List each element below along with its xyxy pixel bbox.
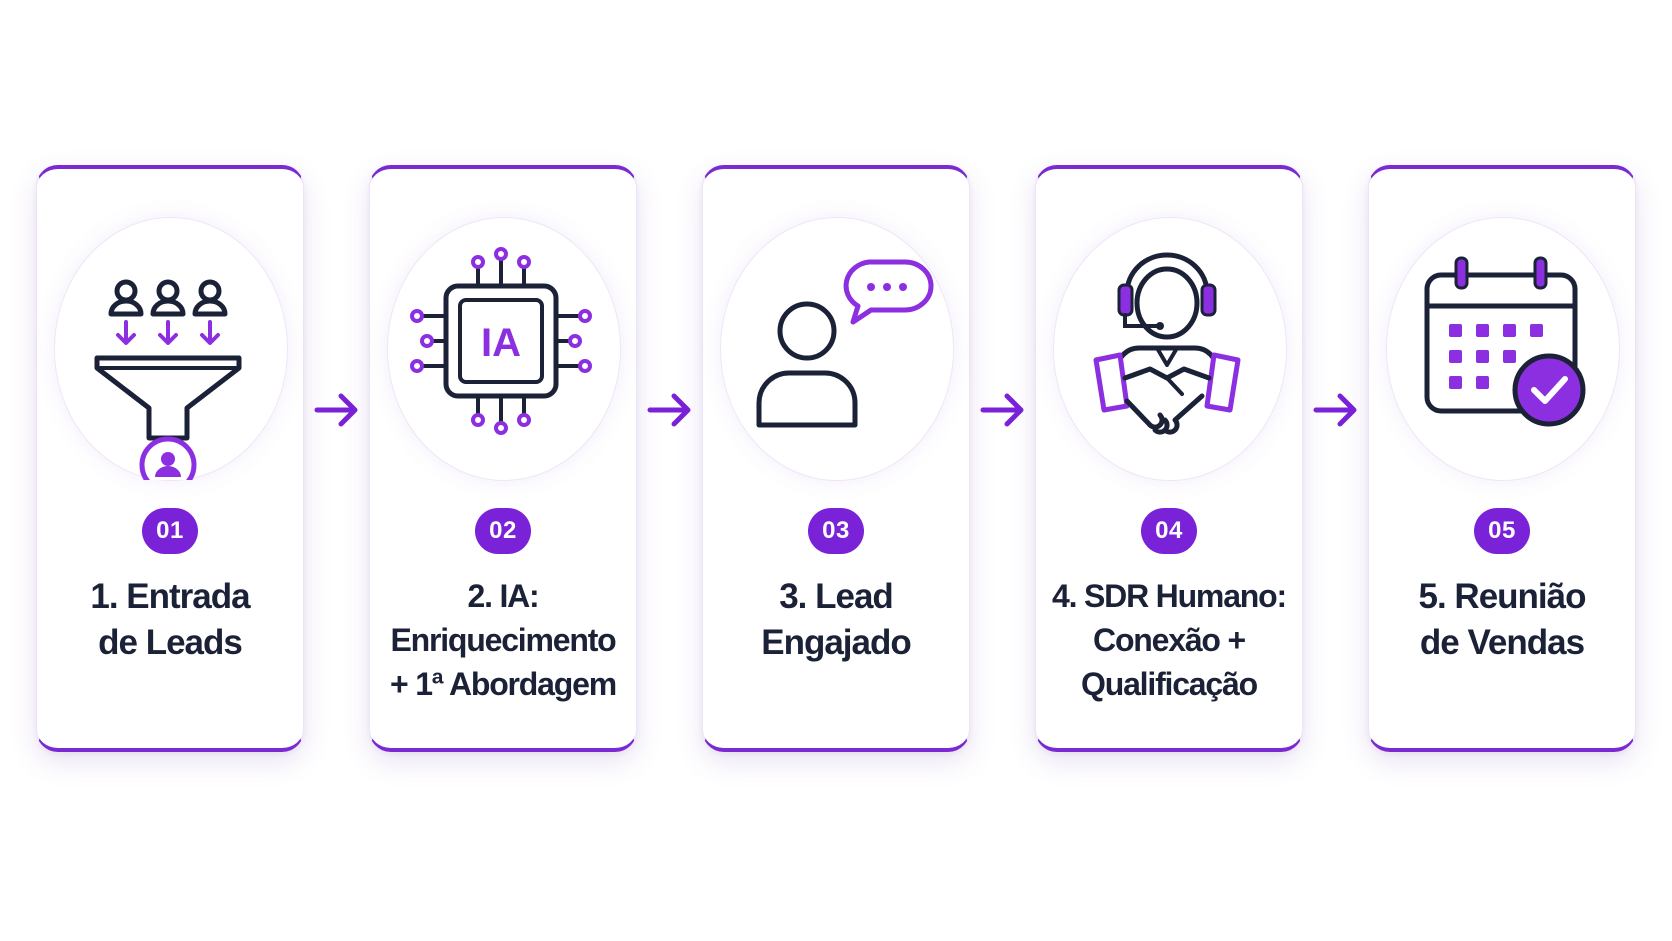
arrow-right-icon <box>314 393 358 427</box>
calendar-check-icon <box>1424 256 1586 427</box>
step-number-badge: 05 <box>1474 508 1530 554</box>
icon-circle <box>1386 217 1620 481</box>
icon-circle <box>54 217 288 481</box>
step-title-line: 4. SDR Humano: <box>1052 578 1287 614</box>
step-title-line: 3. Lead <box>779 577 894 616</box>
step-title-line: Conexão + <box>1093 622 1246 658</box>
arrow-right-icon <box>647 393 691 427</box>
arrow-right-icon <box>1313 393 1357 427</box>
step-title-line: 2. IA: <box>467 578 539 614</box>
step-title-line: Qualificação <box>1081 666 1258 702</box>
arrow-right-icon <box>980 393 1024 427</box>
step-number-badge: 02 <box>475 508 531 554</box>
icon-circle: IA <box>387 217 621 481</box>
step-card-4: 04 4. SDR Humano: Conexão + Qualificação <box>1035 165 1303 752</box>
step-title: 5. Reunião de Vendas <box>1377 574 1627 666</box>
step-number-badge: 04 <box>1141 508 1197 554</box>
funnel-leads-icon <box>94 279 242 480</box>
step-title: 4. SDR Humano: Conexão + Qualificação <box>1044 574 1294 706</box>
step-title-line: Enriquecimento <box>390 622 616 658</box>
step-card-5: 05 5. Reunião de Vendas <box>1368 165 1636 752</box>
step-title: 1. Entrada de Leads <box>45 574 295 666</box>
step-title: 3. Lead Engajado <box>711 574 961 666</box>
step-card-1: 01 1. Entrada de Leads <box>36 165 304 752</box>
step-title-line: de Vendas <box>1419 623 1585 662</box>
step-title-line: + 1ª Abordagem <box>390 666 617 702</box>
ai-chip-icon: IA <box>410 247 592 435</box>
step-number-badge: 03 <box>808 508 864 554</box>
person-chat-icon <box>756 259 934 428</box>
icon-circle <box>1053 217 1287 481</box>
chip-label: IA <box>481 321 521 365</box>
headset-handshake-icon <box>1093 252 1241 435</box>
step-title-line: Engajado <box>761 623 912 662</box>
icon-circle <box>720 217 954 481</box>
step-number-badge: 01 <box>142 508 198 554</box>
step-card-3: 03 3. Lead Engajado <box>702 165 970 752</box>
step-title-line: 5. Reunião <box>1418 577 1587 616</box>
step-card-2: IA 02 2. IA: Enriquecimento + 1ª Abordag… <box>369 165 637 752</box>
step-title-line: 1. Entrada <box>90 577 250 616</box>
step-title-line: de Leads <box>98 623 243 662</box>
step-title: 2. IA: Enriquecimento + 1ª Abordagem <box>378 574 628 706</box>
